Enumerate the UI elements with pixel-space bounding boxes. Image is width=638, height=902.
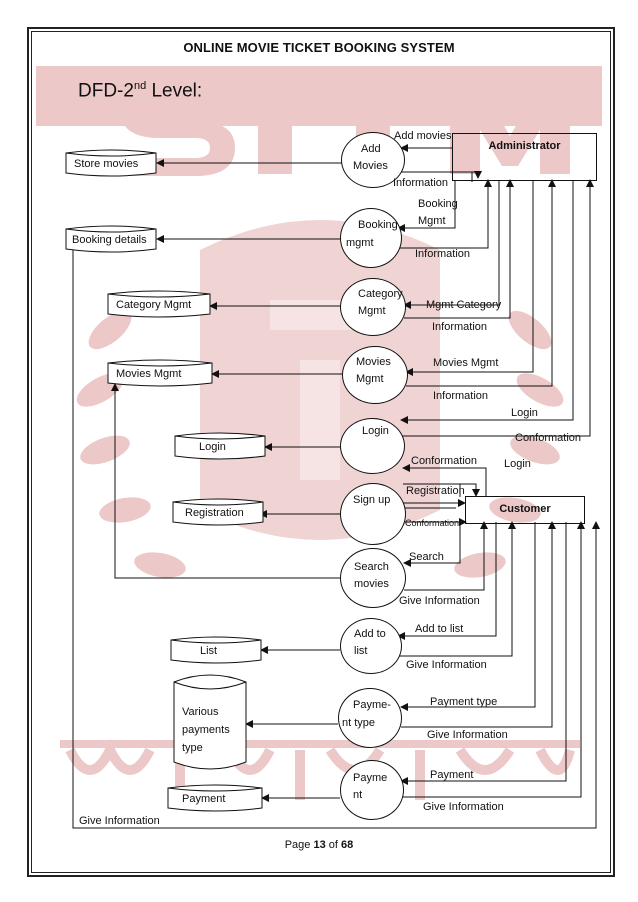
page-border-inner xyxy=(31,31,611,873)
store-payment: Payment xyxy=(182,793,226,805)
flow-login-cust: Login xyxy=(504,458,531,470)
flow-give-information-4: Give Information xyxy=(423,801,504,813)
store-various-payments-type: Various payments type xyxy=(182,706,230,754)
process-sign-up: Sign up xyxy=(340,483,406,545)
flow-conformation-signup: Conformation xyxy=(405,518,460,528)
process-payment-type: Payme- nt type xyxy=(338,688,402,748)
flow-booking: Booking xyxy=(418,198,458,210)
store-registration: Registration xyxy=(185,507,244,519)
page-header: ONLINE MOVIE TICKET BOOKING SYSTEM xyxy=(183,40,455,55)
process-add-to-list: Add to list xyxy=(340,618,402,674)
flow-give-information-2: Give Information xyxy=(406,659,487,671)
flow-add-movies: Add movies xyxy=(394,130,452,142)
flow-search: Search xyxy=(409,551,444,563)
flow-give-information-3: Give Information xyxy=(427,729,508,741)
flow-payment: Payment xyxy=(430,769,474,781)
flow-conformation-cust: Conformation xyxy=(411,455,478,467)
flow-movies-mgmt: Movies Mgmt xyxy=(433,357,499,369)
store-category-mgmt: Category Mgmt xyxy=(116,299,192,311)
flow-registration: Registration xyxy=(406,485,465,497)
process-login: Login xyxy=(340,418,405,474)
process-payment: Payme nt xyxy=(340,760,404,820)
store-movies-mgmt: Movies Mgmt xyxy=(116,368,182,380)
process-add-movies: Add Movies xyxy=(341,132,405,188)
flow-add-to-list: Add to list xyxy=(415,623,464,635)
customer-entity: Customer xyxy=(465,496,585,524)
store-movies: Store movies xyxy=(74,158,139,170)
flow-give-information-1: Give Information xyxy=(399,595,480,607)
flow-mgmt: Mgmt xyxy=(418,215,446,227)
process-category-mgmt: Category Mgmt xyxy=(340,278,406,336)
administrator-entity: Administrator xyxy=(452,133,597,181)
store-list: List xyxy=(200,645,218,657)
flow-information-3: Information xyxy=(432,321,488,333)
store-booking-details: Booking details xyxy=(72,234,147,246)
flow-login-admin: Login xyxy=(511,407,538,419)
flow-conformation-admin: Conformation xyxy=(515,432,582,444)
page-border-outer xyxy=(27,27,615,877)
flow-information-4: Information xyxy=(433,390,489,402)
process-search-movies: Search movies xyxy=(340,548,406,608)
flow-information-2: Information xyxy=(415,248,471,260)
store-login: Login xyxy=(199,441,226,453)
flow-give-information-left: Give Information xyxy=(79,815,160,827)
page-footer: Page 13 of 68 xyxy=(284,839,354,851)
flow-payment-type: Payment type xyxy=(430,696,498,708)
diagram-title: DFD-2nd Level: xyxy=(78,80,203,102)
flow-mgmt-category: Mgmt Category xyxy=(426,299,502,311)
flow-information-1: Information xyxy=(393,177,449,189)
process-movies-mgmt: Movies Mgmt xyxy=(342,346,408,404)
process-booking-mgmt: Booking mgmt xyxy=(340,208,402,268)
